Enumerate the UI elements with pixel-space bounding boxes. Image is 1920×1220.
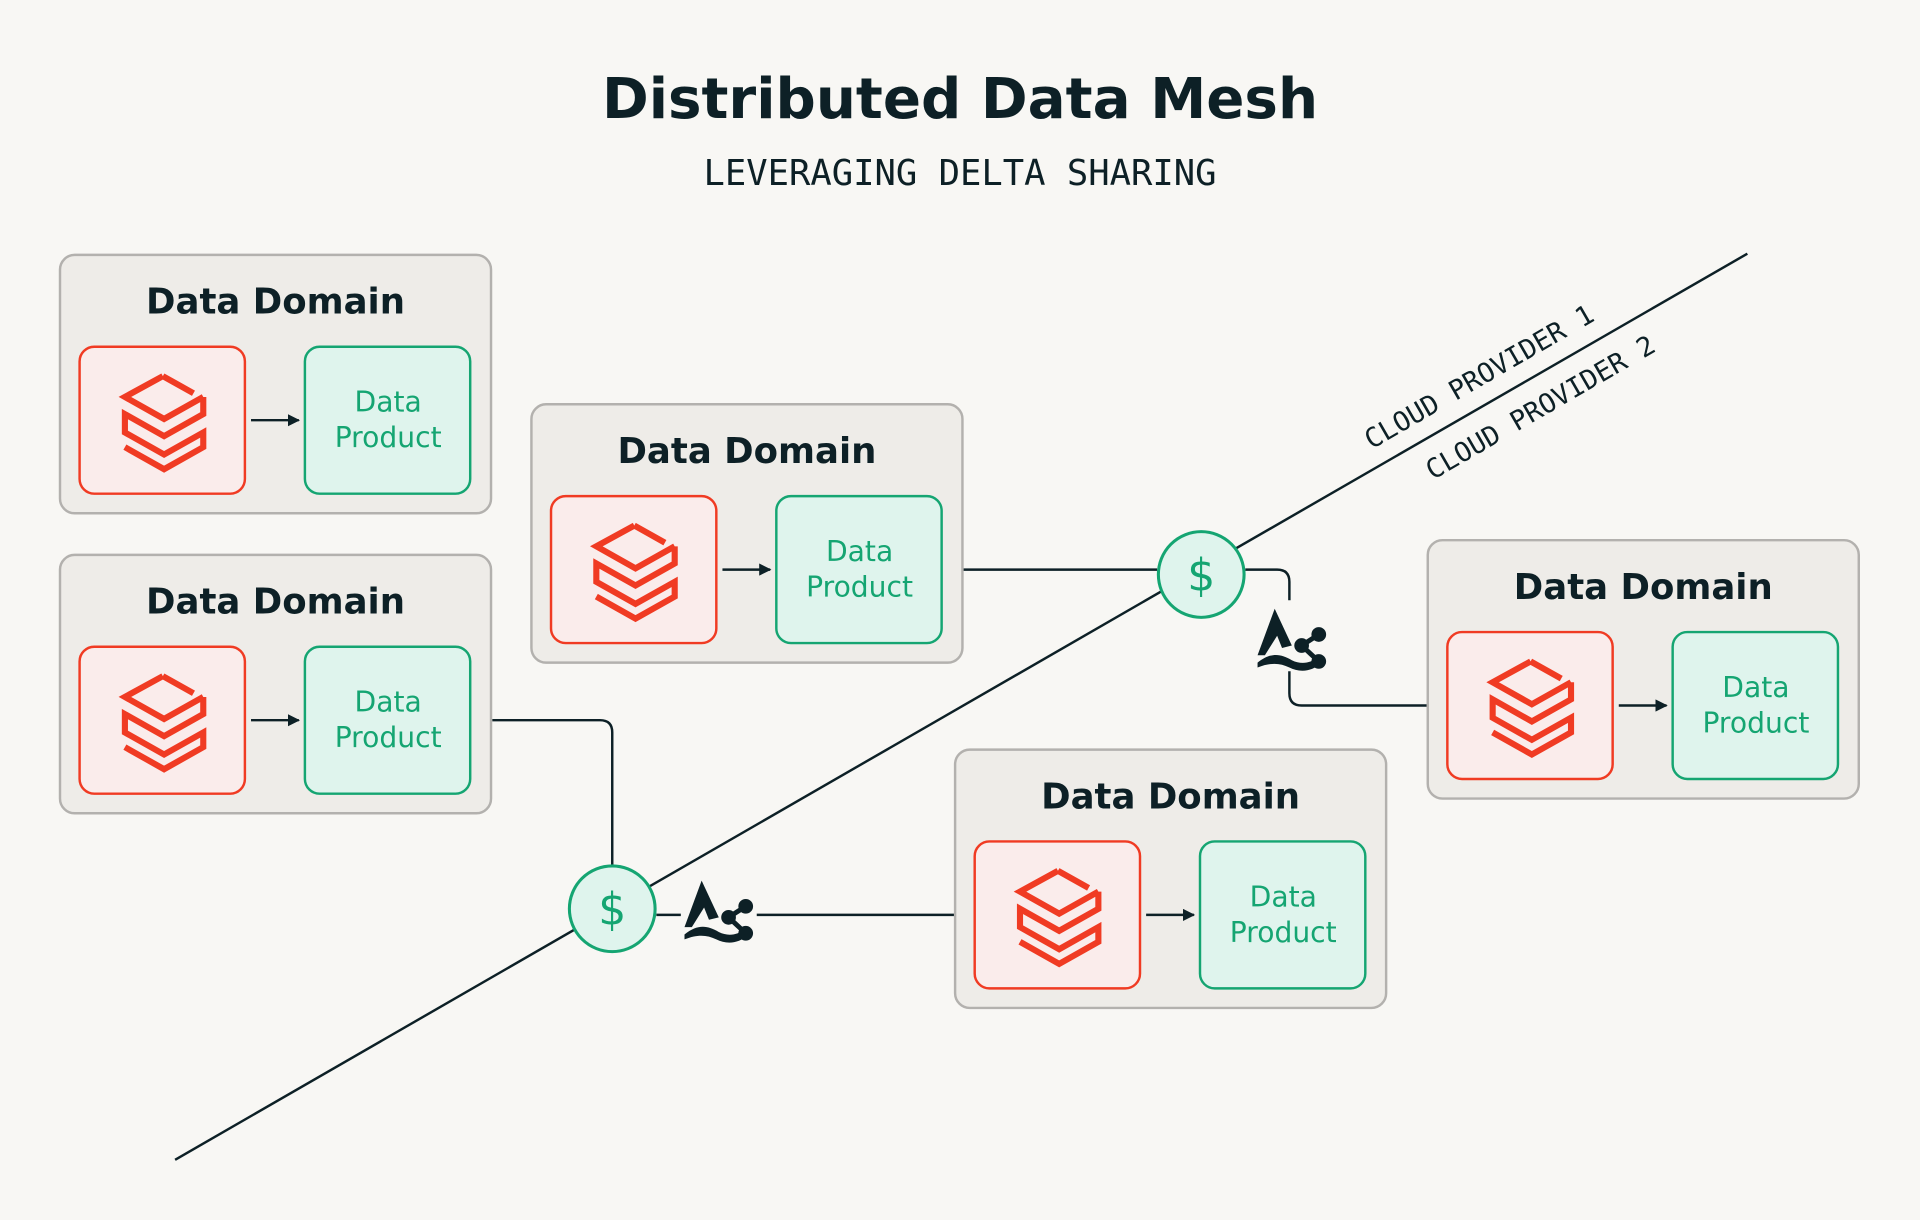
domain-title: Data Domain bbox=[146, 282, 405, 323]
data-product-label-line1: Data bbox=[826, 535, 893, 568]
delta-sharing-icon bbox=[684, 881, 753, 943]
data-product-box[interactable] bbox=[1671, 630, 1840, 781]
dollar-icon: $ bbox=[598, 885, 626, 936]
domain-title: Data Domain bbox=[146, 582, 405, 623]
databricks-stack-icon bbox=[1486, 658, 1575, 759]
page-title: Distributed Data Mesh bbox=[602, 67, 1318, 132]
page-subtitle: LEVERAGING DELTA SHARING bbox=[704, 153, 1217, 194]
databricks-stack-icon bbox=[118, 673, 207, 773]
databricks-stack-icon bbox=[1013, 868, 1102, 968]
data-product-box[interactable] bbox=[1198, 840, 1367, 990]
data-product-box[interactable] bbox=[775, 494, 943, 645]
data-product-label-line1: Data bbox=[355, 686, 422, 719]
data-product-label-line2: Product bbox=[335, 721, 442, 754]
data-product-label-line2: Product bbox=[1702, 706, 1809, 739]
data-product-label-line1: Data bbox=[1722, 671, 1789, 704]
connector-line bbox=[1245, 568, 1291, 601]
data-product-label-line2: Product bbox=[1230, 916, 1337, 949]
databricks-stack-icon bbox=[590, 522, 678, 623]
domain-title: Data Domain bbox=[1041, 776, 1300, 817]
data-product-label-line1: Data bbox=[1250, 880, 1317, 913]
data-product-label-line1: Data bbox=[355, 386, 422, 419]
data-product-box[interactable] bbox=[303, 345, 472, 495]
connector-line bbox=[492, 718, 614, 865]
dollar-circle bbox=[567, 864, 657, 954]
delta-sharing-icon bbox=[1258, 609, 1327, 671]
data-product-label-line2: Product bbox=[806, 571, 913, 604]
dollar-circle bbox=[1156, 530, 1246, 619]
domain-title: Data Domain bbox=[617, 431, 876, 472]
databricks-stack-icon bbox=[118, 373, 207, 473]
data-product-box[interactable] bbox=[303, 645, 472, 795]
dollar-icon: $ bbox=[1187, 550, 1215, 601]
billing-node: $ bbox=[1156, 530, 1246, 619]
connector-line bbox=[1288, 671, 1444, 712]
data-product-label-line2: Product bbox=[335, 421, 442, 454]
billing-node: $ bbox=[567, 864, 657, 954]
domain-title: Data Domain bbox=[1514, 567, 1773, 608]
cloud-divider-line bbox=[174, 252, 1748, 1161]
